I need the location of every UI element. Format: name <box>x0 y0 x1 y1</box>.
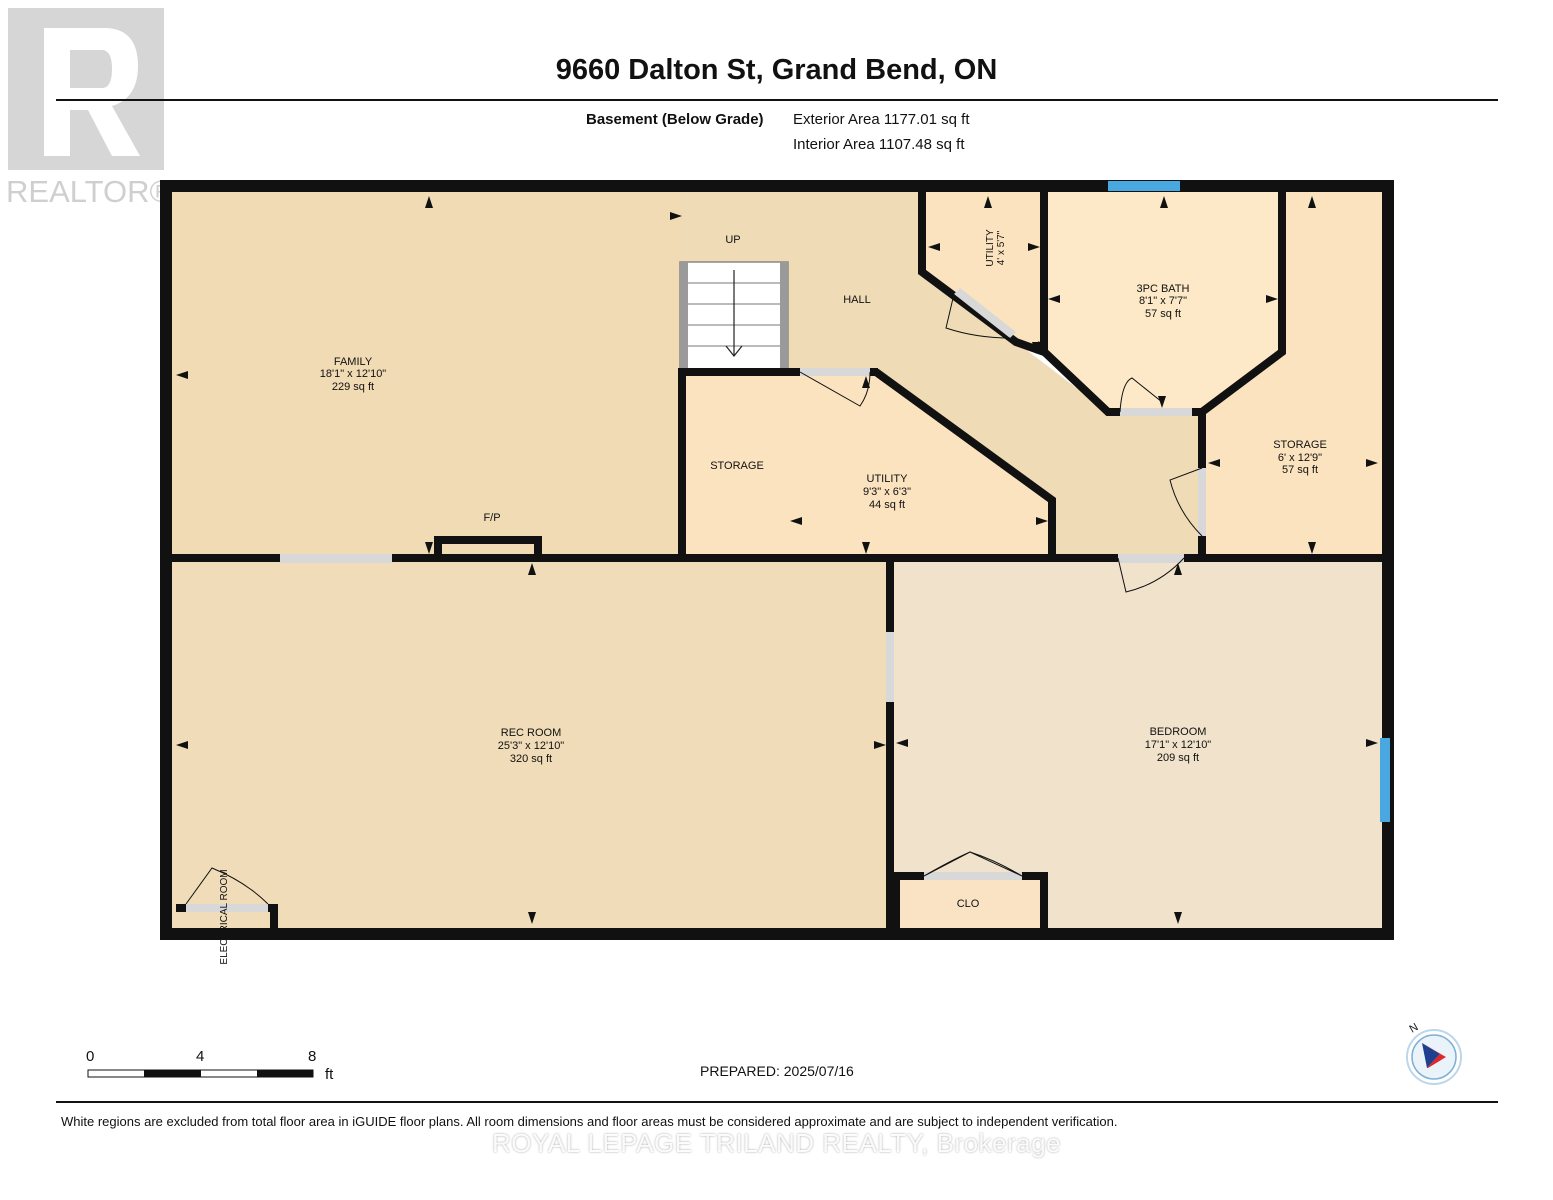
utility-mid-name: UTILITY <box>867 473 909 485</box>
realtor-logo-text: REALTOR® <box>6 174 173 209</box>
staircase <box>679 261 789 371</box>
page-title: 9660 Dalton St, Grand Bend, ON <box>555 54 998 86</box>
header-rule <box>56 99 1498 101</box>
scale-label-4: 4 <box>196 1048 205 1065</box>
dimension-arrows <box>176 196 1378 924</box>
bedroom-name: BEDROOM <box>1150 726 1207 738</box>
storage-right-dims: 6' x 12'9" <box>1278 452 1322 464</box>
exterior-area: Exterior Area 1177.01 sq ft <box>793 111 970 128</box>
interior-area: Interior Area 1107.48 sq ft <box>793 136 965 153</box>
utility-small-door <box>954 288 1016 338</box>
compass-icon: N <box>1406 1021 1462 1085</box>
level-name: Basement (Below Grade) <box>586 111 764 128</box>
bath-name: 3PC BATH <box>1137 283 1190 295</box>
bath-room <box>1044 192 1282 412</box>
openings <box>186 368 1206 912</box>
rec-name: REC ROOM <box>501 727 562 739</box>
stairs-up-label: UP <box>725 234 740 246</box>
utility-mid-dims: 9'3" x 6'3" <box>863 486 911 498</box>
compass-north-label: N <box>1408 1021 1421 1035</box>
scale-label-0: 0 <box>86 1048 95 1065</box>
bedroom-dims: 17'1" x 12'10" <box>1145 739 1212 751</box>
rec-room <box>172 558 890 928</box>
family-area: 229 sq ft <box>332 381 374 393</box>
scale-label-8: 8 <box>308 1048 317 1065</box>
rec-dims: 25'3" x 12'10" <box>498 740 565 752</box>
brokerage-watermark: ROYAL LEPAGE TRILAND REALTY, Brokerage <box>491 1128 1062 1158</box>
storage-right-name: STORAGE <box>1273 439 1327 451</box>
bath-dims: 8'1" x 7'7" <box>1139 295 1187 307</box>
rec-area: 320 sq ft <box>510 753 552 765</box>
utility-mid-area: 44 sq ft <box>869 499 905 511</box>
utility-small-dims: 4' x 5'7" <box>996 230 1007 265</box>
window-top <box>1108 181 1180 191</box>
storage-right-room <box>1202 192 1382 558</box>
realtor-logo: REALTOR® <box>6 8 173 209</box>
storage-right-area: 57 sq ft <box>1282 464 1318 476</box>
disclaimer: White regions are excluded from total fl… <box>61 1114 1118 1129</box>
hall-label: HALL <box>843 294 871 306</box>
scale-bar <box>87 1069 314 1078</box>
door-swings <box>185 293 1203 905</box>
fireplace-label: F/P <box>483 512 500 524</box>
scale-unit: ft <box>325 1066 334 1083</box>
bedroom-room <box>890 558 1382 928</box>
window-bedroom <box>1380 738 1390 822</box>
utility-mid-room <box>682 372 1052 558</box>
bedroom-area: 209 sq ft <box>1157 752 1199 764</box>
electrical-room-label: ELECTRICAL ROOM <box>219 869 230 964</box>
utility-small-name: UTILITY <box>985 229 996 267</box>
closet-room <box>896 876 1044 928</box>
bath-area: 57 sq ft <box>1145 308 1181 320</box>
family-room <box>172 192 682 558</box>
storage-left-label: STORAGE <box>710 460 764 472</box>
footer-rule <box>56 1101 1498 1103</box>
family-name: FAMILY <box>334 356 373 368</box>
family-dims: 18'1" x 12'10" <box>320 368 387 380</box>
prepared-date: PREPARED: 2025/07/16 <box>700 1063 854 1079</box>
closet-label: CLO <box>957 898 980 910</box>
utility-small-room <box>922 192 1044 346</box>
hall-area <box>682 192 1202 558</box>
